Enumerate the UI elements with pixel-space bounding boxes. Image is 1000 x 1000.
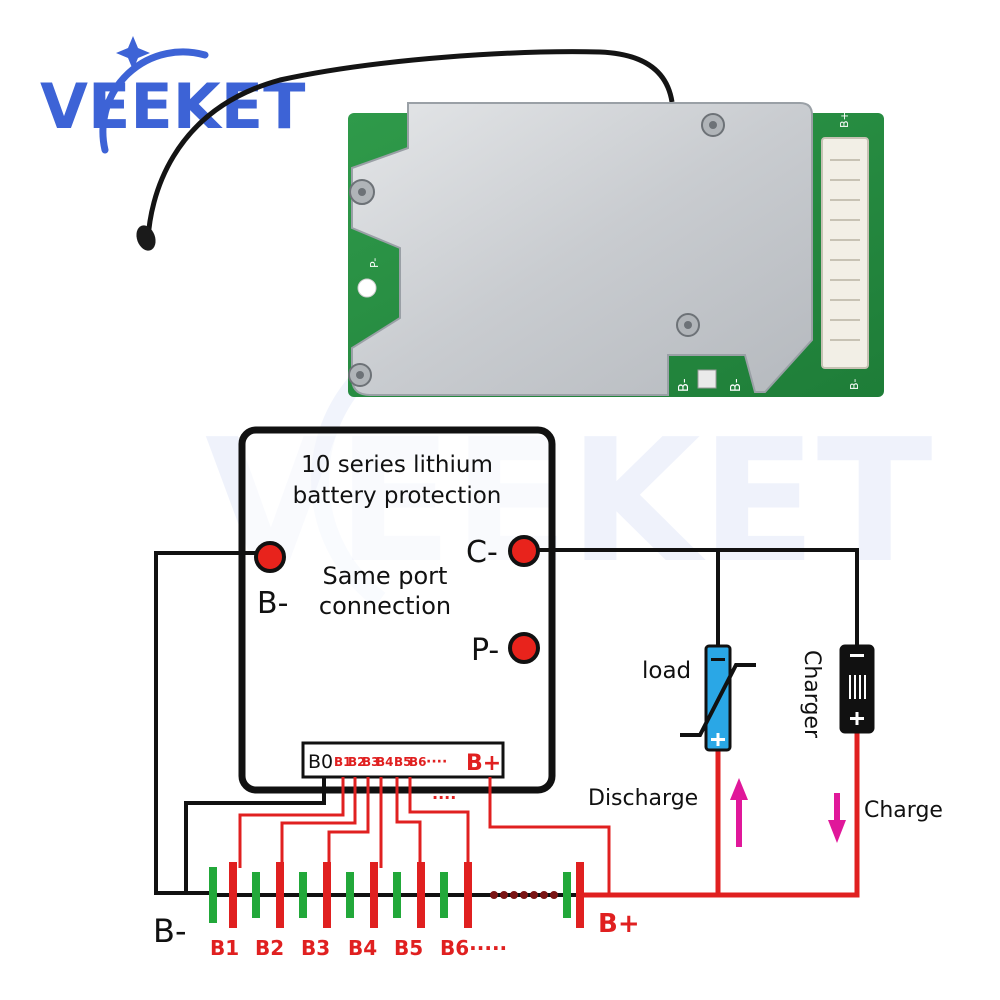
same-port-note-line2: connection [319,592,451,620]
logo-swoosh-icon [99,48,209,154]
port-b-minus-label: B- [257,586,288,621]
charge-arrow-icon [828,793,846,843]
connector-label-b1: B1 [334,755,352,769]
connector-label-dots-lower: ···· [432,788,456,807]
red-balance-wires [238,777,611,895]
connector-label-b5: B5 [394,755,412,769]
pack-b-minus-label: B- [153,912,187,950]
connector-label-b3: B3 [362,755,380,769]
cell-label: B1 [210,936,239,960]
pack-b-plus-label: B+ [598,909,640,939]
charge-label: Charge [864,798,943,823]
load-label: load [642,658,691,684]
charger-icon [839,644,875,734]
discharge-label: Discharge [588,786,698,811]
connector-label-dots: ···· [426,754,447,770]
heat-sink-cover [351,102,813,396]
connector-label-b0: B0 [308,751,333,773]
connector-label-b4: B4 [376,755,394,769]
port-b-minus [254,541,286,573]
same-port-note-line1: Same port [323,562,448,590]
charger-label: Charger [799,650,824,739]
board-title-line1: 10 series lithium [301,452,493,478]
connector-label-b6: B6 [409,755,427,769]
port-c-minus-label: C- [466,535,498,570]
logo-text: VEEKET [40,70,305,143]
balance-connector [821,137,869,369]
cell-label: B4 [348,936,377,960]
b-minus-pad [697,369,717,389]
bms-board: B+ B- B- B- P- [136,49,884,397]
load-resistor-icon [680,644,756,752]
brand-logo: VEEKET [40,36,305,154]
discharge-arrow-icon [730,778,748,847]
cell-stack [209,862,584,928]
balance-connector-diagram [301,741,505,779]
pcb-label: B- [848,378,861,390]
connector-label-bplus: B+ [466,751,501,776]
connector-pins [830,159,860,341]
screw-icon [348,113,725,387]
port-p-minus-label: P- [471,633,499,668]
pcb-label: B+ [838,111,851,128]
port-c-minus [508,535,540,567]
mount-hole-icon [357,278,377,298]
cell-label: B6····· [440,936,507,960]
cell-label: B3 [301,936,330,960]
connector-label-b2: B2 [348,755,366,769]
red-main-wires [583,732,860,898]
temperature-sensor-wire [145,49,675,241]
logo-sparkle-icon [116,36,150,70]
pcb-label: B- [729,378,744,392]
pcb-label: B- [677,378,692,392]
black-wires [154,548,859,897]
ntc-probe-icon [136,225,156,251]
cell-label: B5 [394,936,423,960]
port-p-minus [508,632,540,664]
board-title-line2: battery protection [293,483,502,509]
pcb-label: P- [368,258,381,268]
cell-dots-icon [490,891,558,899]
cell-label: B2 [255,936,284,960]
